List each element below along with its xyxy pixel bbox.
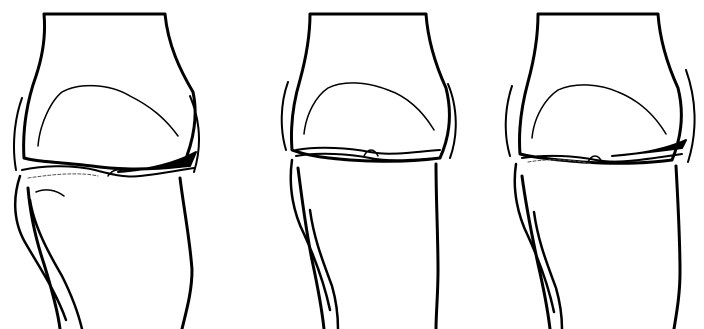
tibia-outline (28, 178, 192, 329)
fibula-outline (15, 176, 82, 329)
fibula-outline (291, 160, 338, 329)
femur-outline (291, 14, 449, 161)
femoral-condyle-contour (532, 85, 666, 138)
femur-outline (519, 14, 681, 163)
femoral-condyle-contour (38, 86, 178, 146)
knee-joint-panel-3 (472, 0, 704, 329)
knee-joint-panel-1 (0, 0, 240, 329)
tibia-outline (522, 166, 680, 329)
fibula-outline (515, 164, 562, 329)
joint-space-dashed-line (28, 174, 98, 178)
femoral-condyle-contour (304, 83, 434, 134)
lateral-soft-tissue-contour (282, 82, 456, 158)
femur-outline (24, 14, 196, 169)
medial-tibial-condyle (36, 190, 64, 196)
knee-joint-panel-2 (240, 0, 472, 329)
